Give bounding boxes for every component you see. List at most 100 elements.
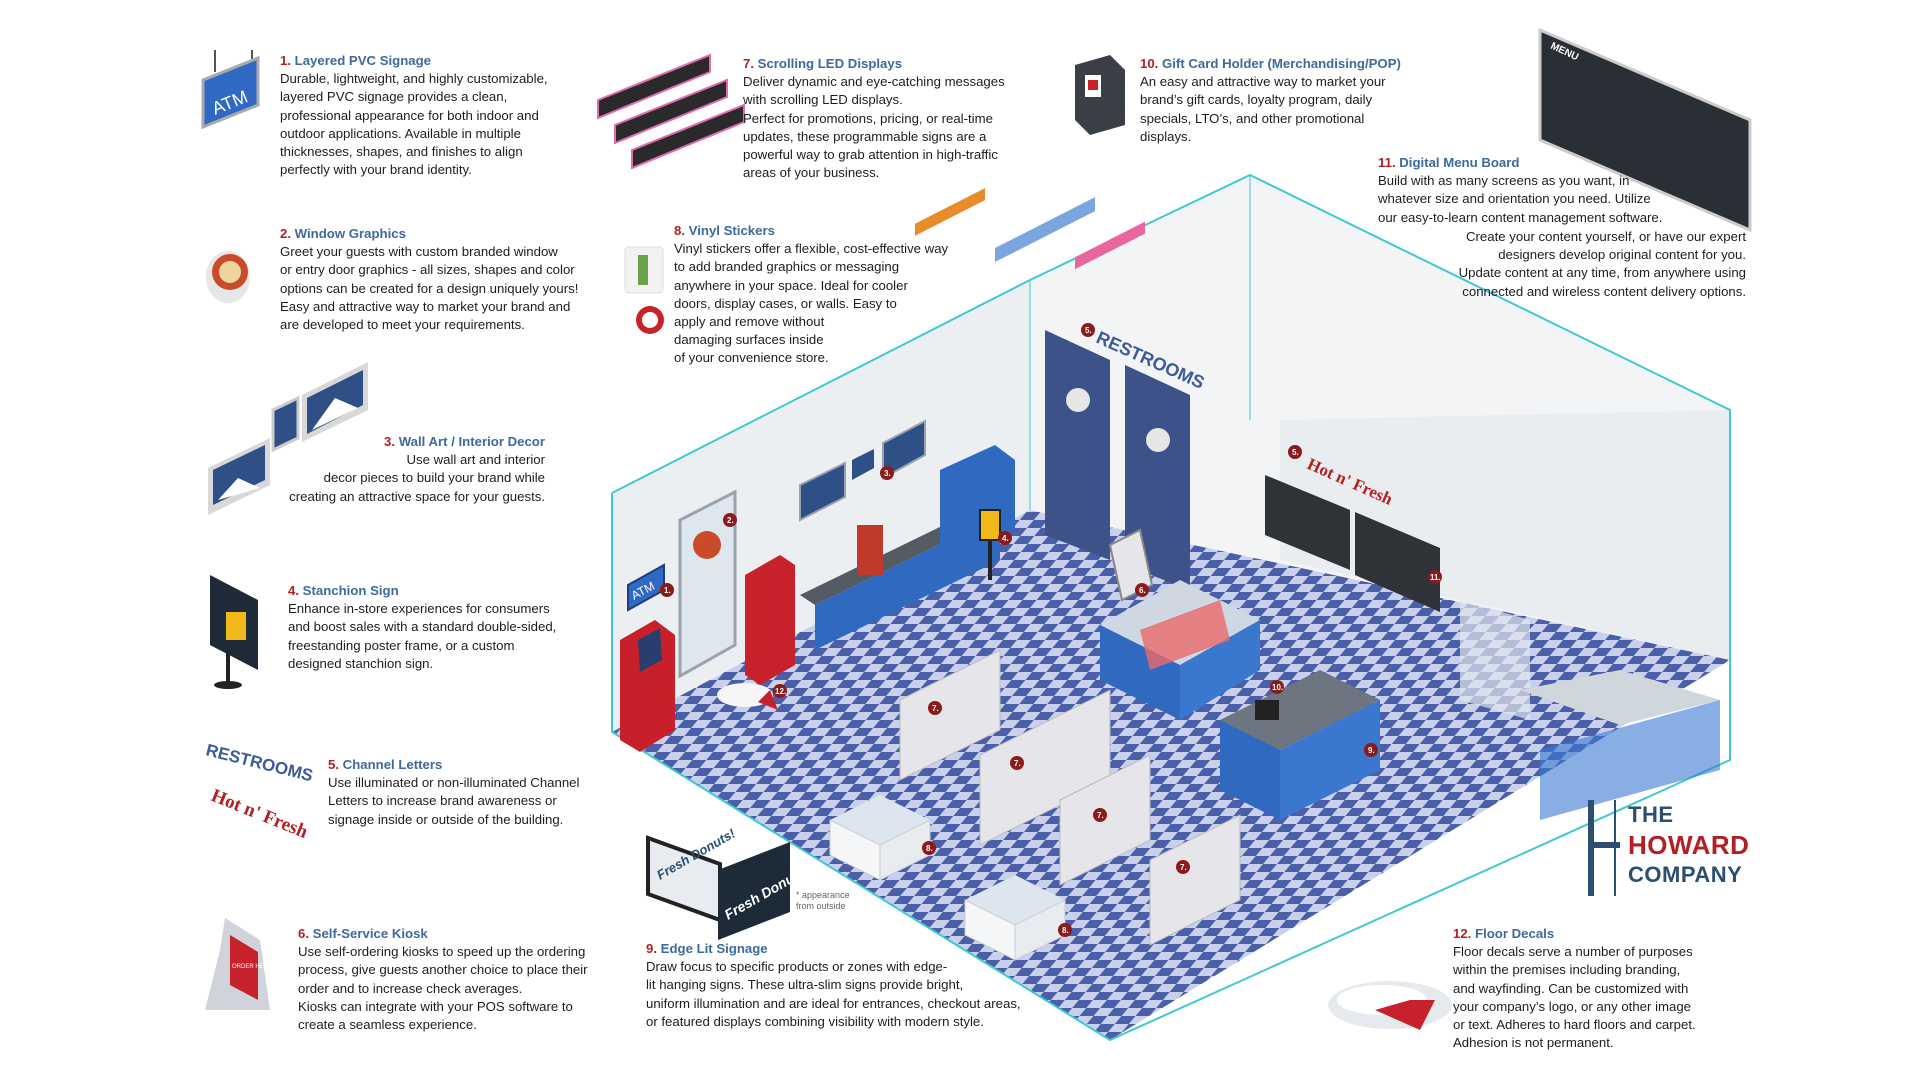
drink-cooler	[745, 555, 795, 685]
item-title: Floor Decals	[1475, 926, 1555, 941]
item-line: with scrolling LED displays.	[743, 92, 903, 108]
logo-mark-rule	[1614, 800, 1616, 896]
item-number: 4.	[288, 583, 299, 598]
svg-text:ORDER HERE: ORDER HERE	[232, 964, 272, 970]
kiosk-icon: ORDER HERE	[205, 918, 272, 1010]
floor-decal-icon	[1328, 981, 1452, 1030]
item-number: 12.	[1453, 926, 1472, 941]
item-title: Window Graphics	[294, 226, 406, 241]
wall-art-icon	[208, 362, 368, 515]
item-line: options can be created for a design uniq…	[280, 280, 579, 296]
svg-text:7.: 7.	[1014, 759, 1021, 768]
item-title: Wall Art / Interior Decor	[398, 434, 545, 449]
item-line: to add branded graphics or messaging	[674, 259, 900, 275]
item-line: Create your content yourself, or have ou…	[1465, 229, 1746, 244]
svg-text:RESTROOMS: RESTROOMS	[204, 740, 315, 785]
atm-hanging-sign: ATM	[627, 563, 665, 612]
channel-letters-icon: RESTROOMS Hot n' Fresh	[204, 740, 315, 843]
item-number: 10.	[1140, 56, 1159, 71]
item-number: 11.	[1378, 155, 1396, 170]
item-line: Use self-ordering kiosks to speed up the…	[298, 944, 586, 960]
item-line: apply and remove without	[674, 314, 825, 330]
item-line: Enhance in-store experiences for consume…	[288, 601, 550, 617]
item-line: whatever size and orientation you need. …	[1378, 191, 1651, 207]
item-line: process, give guests another choice to p…	[298, 962, 588, 978]
item-title: Layered PVC Signage	[294, 53, 431, 68]
item-line: Easy and attractive way to market your b…	[280, 298, 571, 314]
svg-text:7.: 7.	[932, 704, 939, 713]
item-line: powerful way to grab attention in high-t…	[743, 147, 998, 163]
item-line: areas of your business.	[743, 165, 880, 181]
item-stanchion-sign: 4. Stanchion Sign Enhance in-store exper…	[288, 582, 588, 673]
item-title: Channel Letters	[342, 757, 443, 772]
svg-text:7.: 7.	[1097, 811, 1104, 820]
menu-board-icon: MENU	[1538, 27, 1752, 233]
svg-text:5.: 5.	[1292, 448, 1299, 457]
item-line: Deliver dynamic and eye-catching message…	[743, 74, 1005, 90]
svg-text:8.: 8.	[1062, 926, 1069, 935]
item-scrolling-led-displays: 7. Scrolling LED Displays Deliver dynami…	[743, 55, 1043, 182]
svg-text:10.: 10.	[1272, 683, 1283, 692]
appearance-note: * appearance from outside	[796, 890, 850, 911]
svg-text:5.: 5.	[1085, 326, 1092, 335]
store-shelving	[899, 188, 1241, 946]
restroom-doors	[1045, 330, 1190, 590]
item-edge-lit-signage: 9. Edge Lit Signage Draw focus to specif…	[646, 940, 1046, 1031]
atm-machine	[620, 620, 675, 752]
item-title: Gift Card Holder (Merchandising/POP)	[1162, 56, 1401, 71]
item-line: Durable, lightweight, and highly customi…	[280, 71, 548, 87]
item-line: Use wall art and interior	[406, 452, 545, 468]
item-channel-letters: 5. Channel Letters Use illuminated or no…	[328, 756, 618, 829]
svg-text:1.: 1.	[664, 586, 671, 595]
item-line: designed stanchion sign.	[288, 655, 434, 671]
vinyl-sticker-icon	[624, 246, 664, 334]
item-line: freestanding poster frame, or a custom	[288, 637, 515, 653]
item-title: Edge Lit Signage	[660, 941, 768, 956]
back-room	[1460, 600, 1720, 820]
svg-text:11.: 11.	[1430, 573, 1441, 582]
entrance-door	[678, 489, 737, 679]
stanchion-icon	[210, 575, 258, 689]
item-line: doors, display cases, or walls. Easy to	[674, 295, 897, 311]
deli-counter	[1100, 580, 1260, 720]
item-line: create a seamless experience.	[298, 1017, 477, 1033]
item-floor-decals: 12. Floor Decals Floor decals serve a nu…	[1453, 925, 1753, 1052]
item-line: brand’s gift cards, loyalty program, dai…	[1140, 92, 1373, 108]
item-digital-menu-board-continued: Create your content yourself, or have ou…	[1440, 228, 1746, 301]
checkout-counter	[1220, 670, 1380, 820]
store-floor-decal	[717, 683, 778, 710]
item-number: 1.	[280, 53, 291, 68]
item-line: displays.	[1140, 128, 1192, 144]
item-wall-art: 3. Wall Art / Interior Decor Use wall ar…	[270, 433, 545, 506]
howard-company-logo: THE HOWARD COMPANY	[1588, 800, 1749, 900]
store-wall-art	[799, 419, 926, 522]
item-line: Draw focus to specific products or zones…	[646, 959, 948, 975]
item-number: 9.	[646, 941, 657, 956]
item-line: decor pieces to build your brand while	[323, 470, 545, 486]
scrolling-led-icon	[597, 53, 745, 170]
store-kiosk	[1108, 528, 1154, 602]
item-line: An easy and attractive way to market you…	[1140, 74, 1386, 90]
item-line: are developed to meet your requirements.	[280, 317, 525, 333]
edge-lit-sign-icon: Fresh Donuts! Fresh Donuts!	[646, 825, 812, 940]
item-line: updates, these programmable signs are a	[743, 128, 987, 144]
svg-text:3.: 3.	[884, 469, 891, 478]
item-line: Build with as many screens as you want, …	[1378, 173, 1630, 189]
svg-text:Hot n' Fresh: Hot n' Fresh	[208, 785, 311, 843]
item-line: order and to increase check averages.	[298, 980, 523, 996]
item-line: signage inside or outside of the buildin…	[328, 811, 564, 827]
item-line: and boost sales with a standard double-s…	[288, 619, 557, 635]
item-line: Letters to increase brand awareness or	[328, 793, 557, 809]
item-title: Scrolling LED Displays	[757, 56, 903, 71]
item-line: Kiosks can integrate with your POS softw…	[298, 998, 573, 1014]
ice-cream-freezers	[829, 795, 1066, 961]
item-line: connected and wireless content delivery …	[1462, 283, 1746, 299]
item-line: or featured displays combining visibilit…	[646, 1013, 984, 1029]
item-title: Stanchion Sign	[302, 583, 399, 598]
item-line: layered PVC signage provides a clean,	[280, 89, 508, 105]
item-window-graphics: 2. Window Graphics Greet your guests wit…	[280, 225, 620, 334]
item-line: or text. Adheres to hard floors and carp…	[1453, 1017, 1696, 1033]
item-line: lit hanging signs. These ultra-slim sign…	[646, 977, 964, 993]
item-line: Use illuminated or non-illuminated Chann…	[328, 775, 580, 791]
